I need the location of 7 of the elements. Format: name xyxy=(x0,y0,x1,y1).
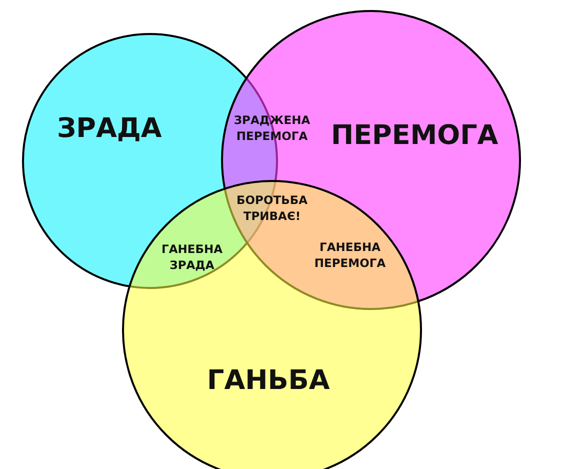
circle-label: ГАНЬБА xyxy=(207,365,330,396)
intersection-label: ГАНЕБНА ЗРАДА xyxy=(160,242,224,274)
circle-label: ЗРАДА xyxy=(57,113,162,144)
circle-label: ПЕРЕМОГА xyxy=(331,120,498,151)
intersection-label: ЗРАДЖЕНА ПЕРЕМОГА xyxy=(232,113,312,144)
intersection-label: БОРОТЬБА ТРИВАЄ! xyxy=(235,193,309,224)
intersection-label: ГАНЕБНА ПЕРЕМОГА xyxy=(313,240,387,272)
